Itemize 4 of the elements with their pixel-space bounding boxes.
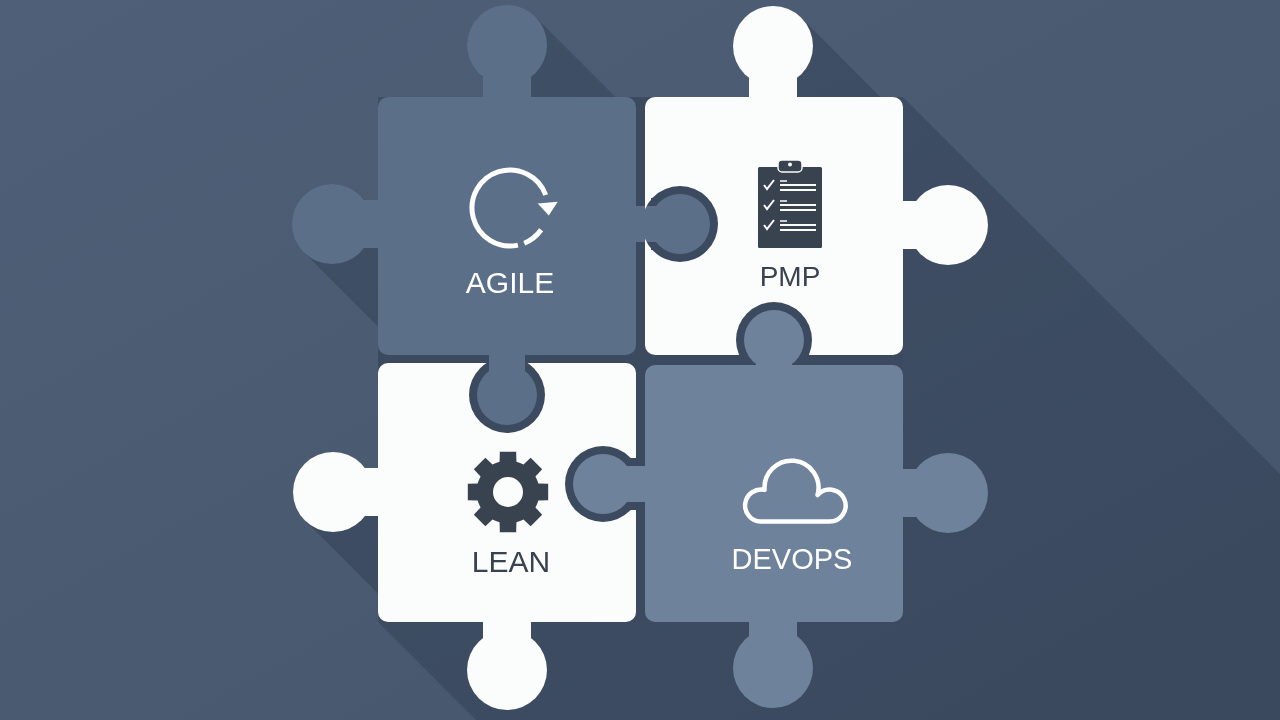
piece-label: LEAN <box>471 546 551 577</box>
piece-label: AGILE <box>465 267 555 298</box>
piece-label: PMP <box>759 263 821 292</box>
piece-label: DEVOPS <box>731 545 853 575</box>
